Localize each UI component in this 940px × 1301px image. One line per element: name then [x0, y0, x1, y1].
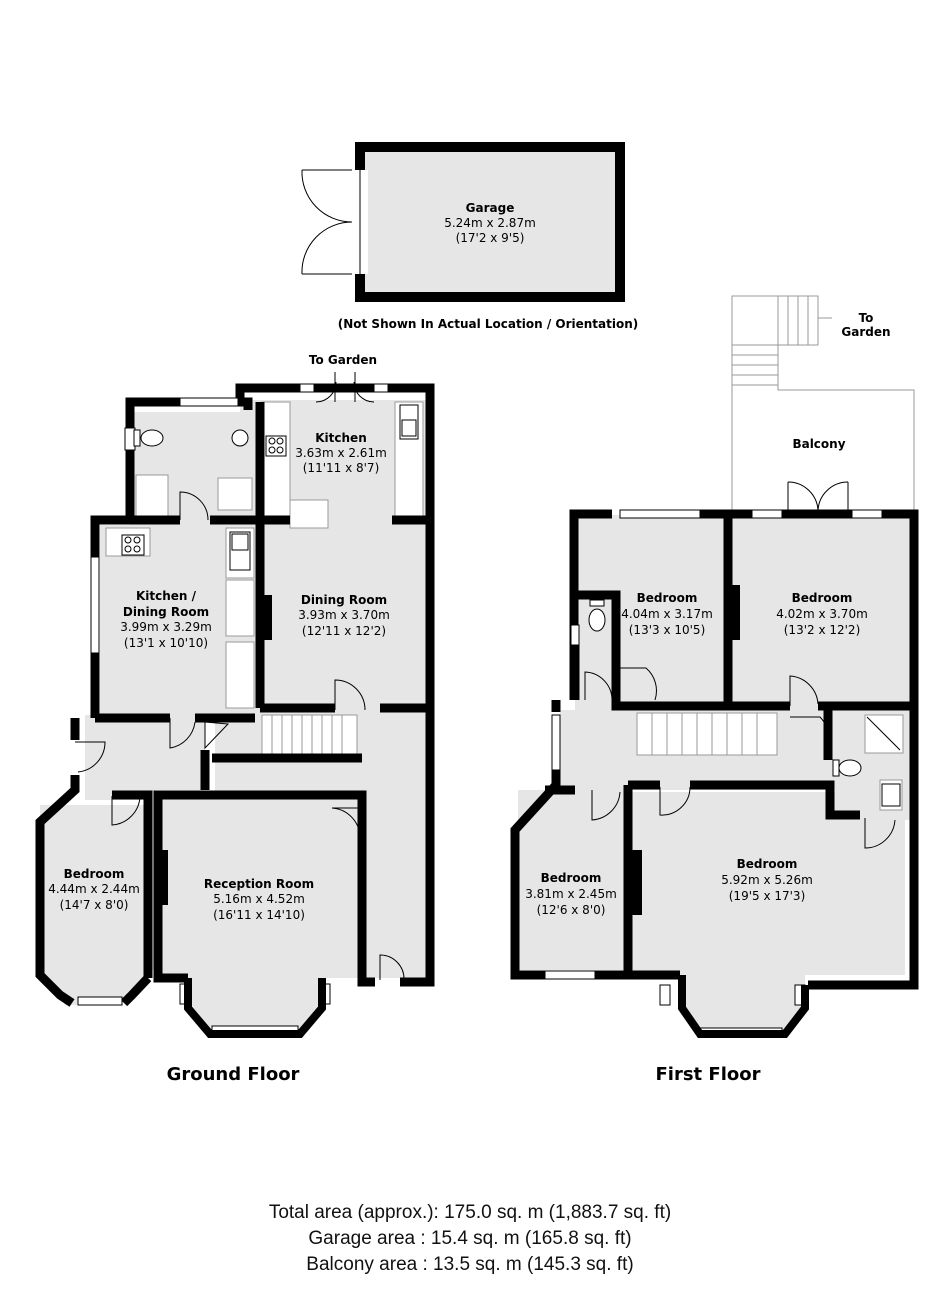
garage-dims: 5.24m x 2.87m: [444, 216, 536, 230]
bedroom-front-main-name: Bedroom: [737, 857, 798, 871]
bedroom-front-main-imperial: (19'5 x 17'3): [729, 889, 806, 903]
ground-to-garden-label: To Garden: [309, 353, 377, 367]
balcony-area-text: Balcony area : 13.5 sq. m (145.3 sq. ft): [306, 1254, 634, 1275]
first-to-garden-line2: Garden: [841, 325, 890, 339]
kitchen-dining-name-line2: Dining Room: [123, 605, 209, 619]
bedroom-front-small-dims: 3.81m x 2.45m: [525, 887, 617, 901]
reception-name: Reception Room: [204, 877, 314, 891]
kitchen-dims: 3.63m x 2.61m: [295, 446, 387, 460]
bedroom-rear-left-imperial: (13'3 x 10'5): [629, 623, 706, 637]
bedroom-rear-left-name: Bedroom: [637, 591, 698, 605]
bedroom-front-small-imperial: (12'6 x 8'0): [537, 903, 606, 917]
bedroom-rear-right-imperial: (13'2 x 12'2): [784, 623, 861, 637]
bedroom-rear-right-dims: 4.02m x 3.70m: [776, 607, 868, 621]
dining-imperial: (12'11 x 12'2): [302, 624, 386, 638]
bedroom-rear-right-name: Bedroom: [792, 591, 853, 605]
dining-name: Dining Room: [301, 593, 387, 607]
ground-bedroom-dims: 4.44m x 2.44m: [48, 882, 140, 896]
balcony-area: [731, 295, 915, 512]
bedroom-front-main-dims: 5.92m x 5.26m: [721, 873, 813, 887]
ground-bedroom-imperial: (14'7 x 8'0): [60, 898, 129, 912]
kitchen-dining-imperial: (13'1 x 10'10): [124, 636, 208, 650]
kitchen-imperial: (11'11 x 8'7): [303, 461, 380, 475]
area-summary: Total area (approx.): 175.0 sq. m (1,883…: [0, 1200, 940, 1278]
kitchen-dining-dims: 3.99m x 3.29m: [120, 620, 212, 634]
garage-imperial: (17'2 x 9'5): [456, 231, 525, 245]
ground-bedroom-name: Bedroom: [64, 867, 125, 881]
garage-location-note: (Not Shown In Actual Location / Orientat…: [338, 317, 639, 331]
kitchen-name: Kitchen: [315, 431, 367, 445]
reception-dims: 5.16m x 4.52m: [213, 892, 305, 906]
dining-dims: 3.93m x 3.70m: [298, 608, 390, 622]
first-floor-plan: To Garden Balcony Bedroom 4.04m x 3.17m …: [510, 295, 919, 1085]
ground-stairs: [261, 714, 358, 756]
garage-plan: Garage 5.24m x 2.87m (17'2 x 9'5) (Not S…: [301, 142, 639, 331]
garage-name: Garage: [466, 201, 515, 215]
first-stairs: [636, 712, 778, 756]
kitchen-dining-name-line1: Kitchen /: [136, 589, 197, 603]
bedroom-front-small-name: Bedroom: [541, 871, 602, 885]
first-to-garden-line1: To: [859, 311, 874, 325]
reception-imperial: (16'11 x 14'10): [213, 908, 305, 922]
ground-floor-plan: To Garden Kitchen 3.63m x 2.61m (11'11 x…: [35, 353, 435, 1085]
garage-area: Garage area : 15.4 sq. m (165.8 sq. ft): [308, 1228, 632, 1249]
garage-doors: [301, 169, 353, 275]
total-area: Total area (approx.): 175.0 sq. m (1,883…: [268, 1202, 672, 1223]
ground-floor-title: Ground Floor: [167, 1064, 300, 1085]
bedroom-rear-left-dims: 4.04m x 3.17m: [621, 607, 713, 621]
balcony-label: Balcony: [792, 437, 845, 451]
first-floor-title: First Floor: [655, 1064, 760, 1085]
